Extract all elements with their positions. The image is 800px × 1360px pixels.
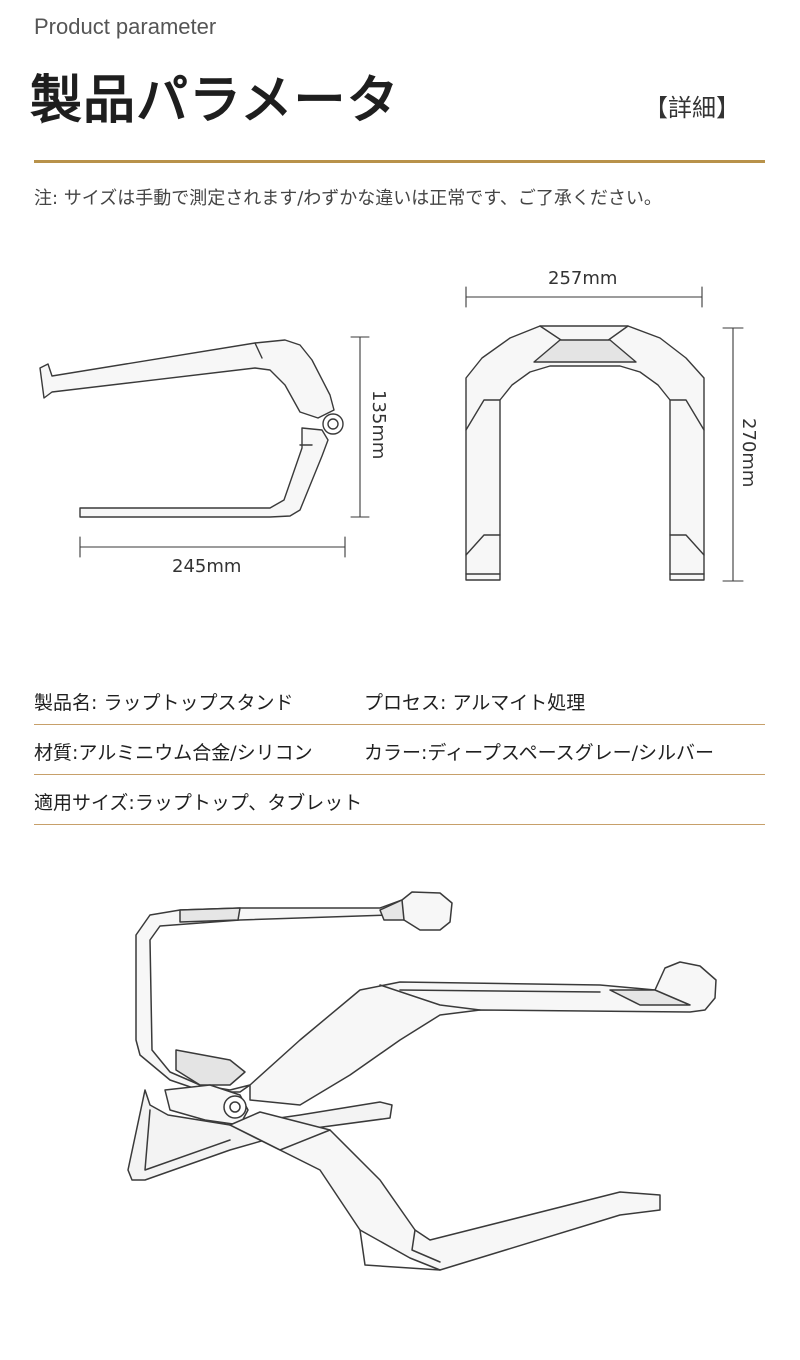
detail-tag: 【詳細】 [644,94,740,122]
side-height-label: 135mm [368,390,389,460]
measurement-note: 注: サイズは手動で測定されます/わずかな違いは正常です、ご了承ください。 [34,188,662,209]
spec-divider-2 [34,774,765,775]
title-divider [34,160,765,163]
spec-row-2: 材質:アルミニウム合金/シリコン カラー:ディープスペースグレー/シルバー [34,738,765,765]
front-view-dimension-lines [465,286,744,582]
spec-product-name: 製品名: ラップトップスタンド [34,692,294,714]
side-view-drawing [39,339,344,518]
spec-row-3: 適用サイズ:ラップトップ、タブレット [34,788,765,815]
spec-applicable-size: 適用サイズ:ラップトップ、タブレット [34,792,363,814]
page-title: 製品パラメータ [30,70,400,131]
side-width-label: 245mm [172,556,242,577]
front-height-label: 270mm [738,418,759,488]
side-view-dimension-lines [79,336,370,558]
spec-divider-1 [34,724,765,725]
section-subtitle: Product parameter [34,14,217,39]
spec-divider-3 [34,824,765,825]
front-view-drawing [465,325,705,581]
spec-material: 材質:アルミニウム合金/シリコン [34,742,313,764]
spec-color: カラー:ディープスペースグレー/シルバー [364,742,715,764]
front-width-label: 257mm [548,268,618,289]
perspective-view-drawing [127,891,717,1271]
spec-process: プロセス: アルマイト処理 [364,692,586,714]
spec-row-1: 製品名: ラップトップスタンド プロセス: アルマイト処理 [34,688,765,715]
